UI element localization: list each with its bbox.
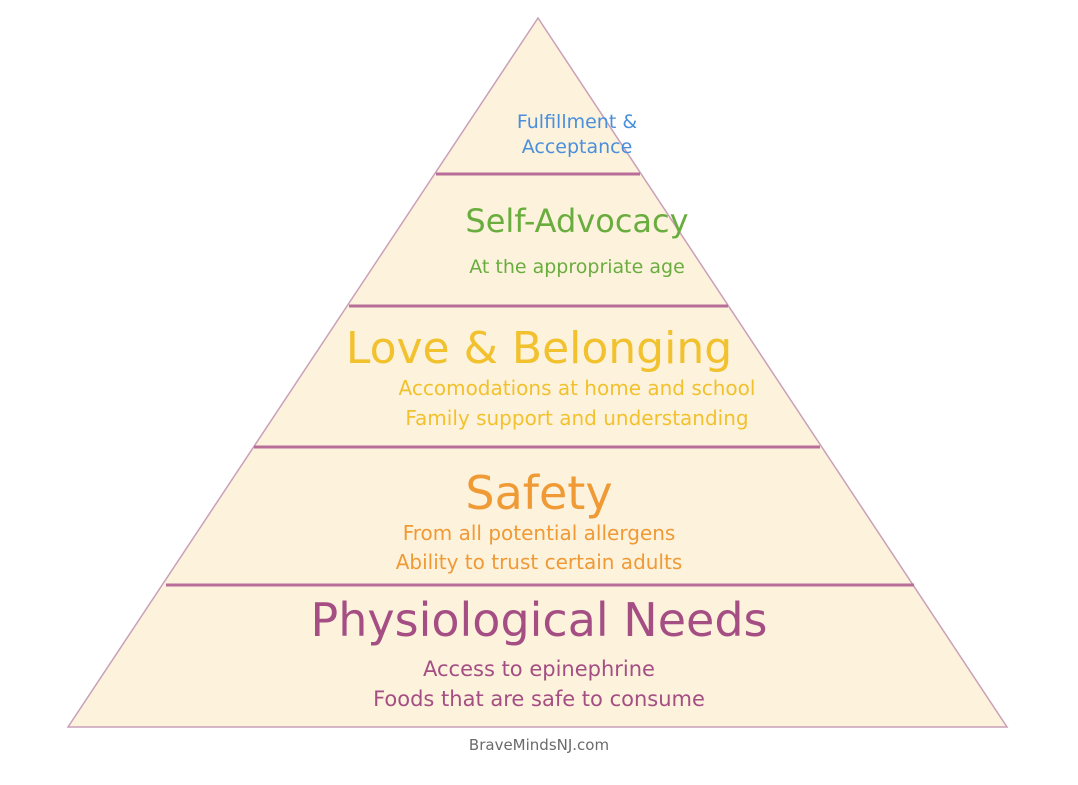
tier-2-heading: Self-Advocacy (465, 202, 689, 240)
tier-3-line2: Family support and understanding (405, 406, 749, 430)
tier-1-heading-line2: Acceptance (521, 136, 633, 158)
source-credit: BraveMindsNJ.com (468, 736, 610, 754)
tier-4-line2: Ability to trust certain adults (395, 550, 683, 574)
tier-2-line1: At the appropriate age (469, 256, 685, 278)
tier-4-heading: Safety (465, 466, 613, 520)
tier-3-heading: Love & Belonging (345, 323, 733, 374)
tier-4-line1: From all potential allergens (402, 521, 676, 545)
tier-5-heading: Physiological Needs (310, 593, 768, 647)
tier-5-line2: Foods that are safe to consume (373, 687, 705, 711)
pyramid-body (66, 16, 1009, 728)
tier-5-line1: Access to epinephrine (423, 657, 655, 681)
tier-1-heading-line1: Fulfillment & (516, 111, 638, 133)
tier-3-line1: Accomodations at home and school (398, 376, 756, 400)
